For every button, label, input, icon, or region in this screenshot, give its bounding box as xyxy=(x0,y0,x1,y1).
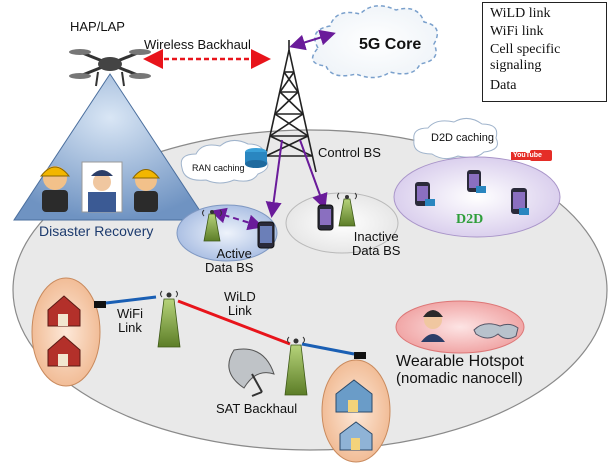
inactive-bs-label-line2: Data BS xyxy=(352,243,401,259)
wild-link-label-line2: Link xyxy=(227,303,252,319)
legend: WiLD link WiFi link Cell specific signal… xyxy=(482,2,607,102)
wifi-link-right xyxy=(301,342,355,356)
wild-link-label: WiLD Link xyxy=(224,289,256,319)
active-bs-label: Active Data BS xyxy=(205,246,254,276)
drone-icon xyxy=(69,49,151,87)
control-bs-label: Control BS xyxy=(318,145,381,160)
smart-glasses-icon xyxy=(473,323,519,340)
router-icon xyxy=(354,352,366,359)
firefighter-left-icon xyxy=(39,166,71,212)
phone-icon xyxy=(415,182,435,206)
active-bs-label-line1: Active xyxy=(216,246,252,261)
wild-link-label-line1: WiLD xyxy=(224,289,256,304)
inactive-bs-label: Inactive Data BS xyxy=(352,229,401,259)
legend-wild: WiLD link xyxy=(490,6,551,21)
wild-tower-left-icon xyxy=(157,292,181,348)
signaling-link-active xyxy=(265,139,283,218)
wearable-hotspot-label: Wearable Hotspot (nomadic nanocell) xyxy=(396,353,524,387)
ran-caching-cloud xyxy=(180,140,269,184)
police-officer-icon xyxy=(81,161,123,213)
core-cloud xyxy=(311,5,439,79)
inactive-bs-tower-icon xyxy=(338,195,356,227)
wild-link xyxy=(177,299,291,346)
active-bs-tower-icon xyxy=(203,210,221,242)
legend-data: Data xyxy=(490,78,517,93)
person-icon xyxy=(421,310,445,342)
wild-tower-right-icon xyxy=(284,338,308,396)
house-icon xyxy=(335,379,373,413)
wearable-hotspot-line1: Wearable Hotspot xyxy=(396,353,524,370)
wifi-link-label-line1: WiFi xyxy=(117,306,143,321)
barn-icon xyxy=(47,295,81,327)
hap-label: HAP/LAP xyxy=(70,19,125,34)
youtube-label: YouTube xyxy=(511,152,544,160)
legend-cell-line2: signaling xyxy=(490,58,542,73)
core-label: 5G Core xyxy=(359,36,422,53)
wifi-link-label: WiFi Link xyxy=(117,306,143,336)
sat-backhaul-label: SAT Backhaul xyxy=(216,401,298,416)
ran-caching-label: RAN caching xyxy=(192,163,245,173)
router-icon xyxy=(94,301,106,308)
phone-icon xyxy=(511,188,529,215)
active-bs-label-line2: Data BS xyxy=(205,260,254,276)
d2d-caching-cloud xyxy=(413,118,498,160)
signal-icon xyxy=(160,192,357,344)
firefighter-right-icon xyxy=(131,169,161,212)
d2d-caching-label: D2D caching xyxy=(431,132,494,144)
data-link-active xyxy=(210,207,264,231)
inactive-bs-label-line1: Inactive xyxy=(353,229,399,244)
disaster-recovery-label: Disaster Recovery xyxy=(39,223,154,239)
phone-icon xyxy=(317,204,334,231)
satellite-dish-icon xyxy=(228,348,275,397)
house-icon xyxy=(339,421,373,451)
phone-icon xyxy=(257,221,275,249)
wifi-link-left xyxy=(105,295,157,305)
d2d-label: D2D xyxy=(456,212,484,227)
phone-icon xyxy=(467,170,486,193)
wifi-link-label-line2: Link xyxy=(118,320,142,336)
farm-cell xyxy=(31,277,101,387)
core-signaling-link xyxy=(289,29,336,51)
signaling-link-inactive xyxy=(299,139,328,210)
wireless-backhaul-label: Wireless Backhaul xyxy=(144,37,251,52)
barn-icon xyxy=(47,335,81,367)
legend-cell-line1: Cell specific xyxy=(490,42,561,57)
legend-wifi: WiFi link xyxy=(490,24,544,39)
d2d-cell xyxy=(393,156,561,238)
wearable-hotspot-line2: (nomadic nanocell) xyxy=(396,369,523,387)
